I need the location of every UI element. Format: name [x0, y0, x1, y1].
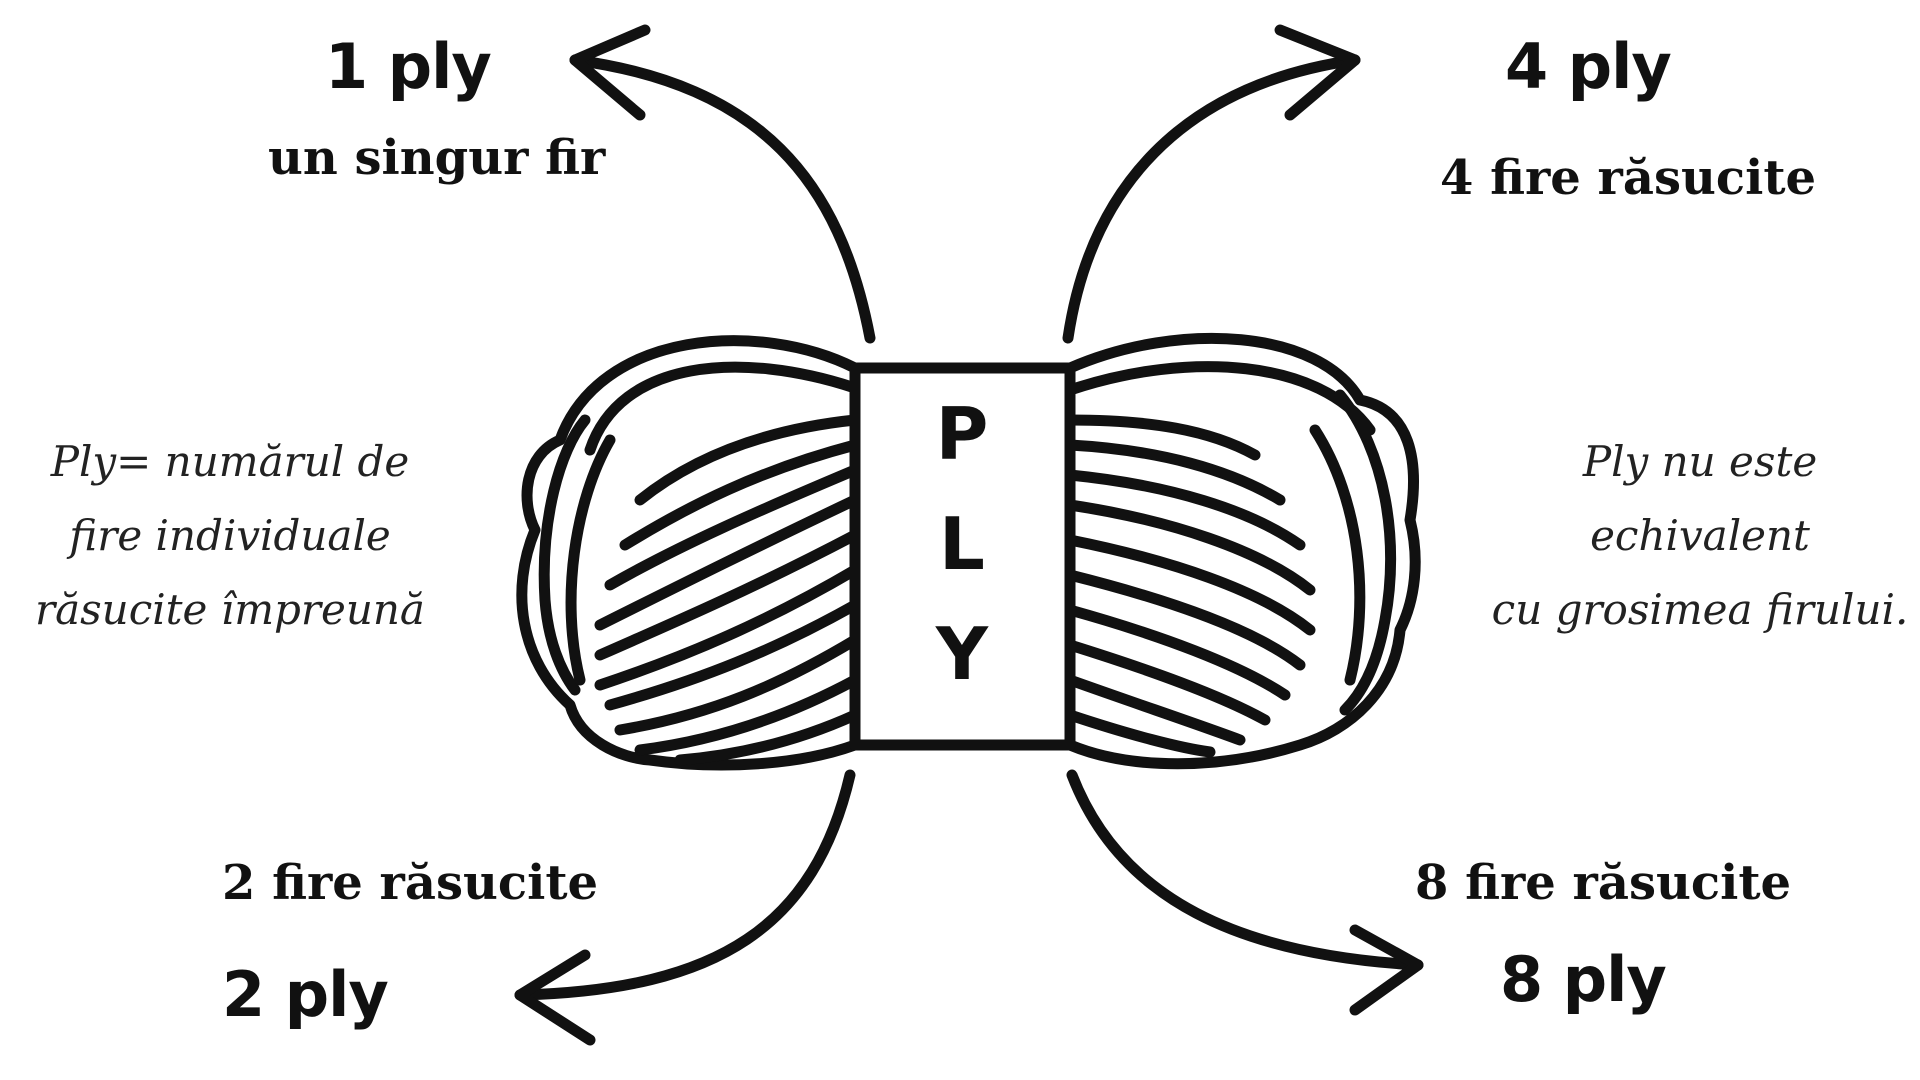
- right-note-line-3: cu grosimea firului.: [1491, 585, 1909, 634]
- ply-band-letters: P L Y: [862, 392, 1062, 722]
- ply-label-8: 8 ply: [1500, 943, 1667, 1016]
- ply-label-4: 4 ply: [1505, 30, 1672, 103]
- ply-desc-2: 2 fire răsucite: [222, 855, 599, 911]
- label-band: [849, 362, 1076, 751]
- left-note-line-2: fire individuale: [69, 511, 391, 560]
- arrow-icon-top-right: [1062, 24, 1361, 344]
- band-letter-p: P: [935, 392, 989, 476]
- band-letter-l: L: [939, 502, 985, 586]
- ply-desc-4: 4 fire răsucite: [1440, 150, 1817, 206]
- arrow-icon-bottom-left: [514, 769, 856, 1046]
- right-note-line-2: echivalent: [1590, 511, 1810, 560]
- right-note-line-1: Ply nu este: [1582, 437, 1818, 486]
- arrow-icon-top-left: [569, 24, 876, 344]
- yarn-ball-icon: [516, 332, 1421, 771]
- ply-label-1: 1 ply: [325, 30, 492, 103]
- left-note: Ply= numărul de fire individuale răsucit…: [30, 425, 430, 647]
- arrow-icon-bottom-right: [1066, 769, 1424, 1016]
- ply-label-2: 2 ply: [222, 958, 389, 1031]
- right-note: Ply nu este echivalent cu grosimea firul…: [1485, 425, 1915, 647]
- left-note-line-1: Ply= numărul de: [50, 437, 410, 486]
- ply-desc-8: 8 fire răsucite: [1415, 855, 1792, 911]
- left-note-line-3: răsucite împreună: [35, 585, 425, 634]
- band-letter-y: Y: [935, 612, 989, 696]
- ply-desc-1: un singur fir: [268, 130, 606, 186]
